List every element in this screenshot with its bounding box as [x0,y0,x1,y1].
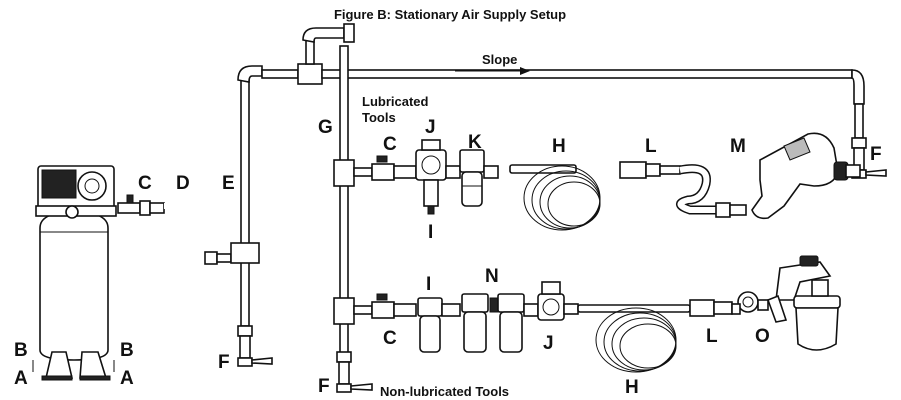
impact-wrench-tool [751,132,861,220]
label-f-left: F [218,352,230,373]
compressor-shutoff-valve [117,194,165,216]
label-m: M [730,136,746,157]
slope-label: Slope [482,52,517,67]
label-l-bottom: L [706,326,718,347]
label-j-top: J [425,117,436,138]
label-c-bottom: C [383,328,397,349]
label-j-bottom: J [543,333,554,354]
label-n: N [485,266,499,287]
figure-title: Figure B: Stationary Air Supply Setup [334,7,566,22]
pipe-e [230,65,273,367]
label-a-left: A [14,368,28,389]
label-h-top: H [552,136,566,157]
label-o: O [755,326,770,347]
label-g: G [318,117,333,138]
label-b-right: B [120,340,134,361]
lubricated-label-line2: Tools [362,110,396,125]
label-i-top: I [428,222,433,243]
nonlubricated-label: Non-lubricated Tools [380,384,509,399]
air-compressor [35,165,117,381]
label-a-right: A [120,368,134,389]
nonlubricated-line [353,281,769,373]
label-e: E [222,173,235,194]
label-h-bottom: H [625,377,639,398]
label-l-top: L [645,136,657,157]
label-b-left: B [14,340,28,361]
lubricated-label-line1: Lubricated [362,94,429,109]
lubricated-line [353,139,747,231]
label-c-top: C [383,134,397,155]
overhead-pipe [261,23,887,179]
label-i-bottom: I [426,274,431,295]
hose-d [156,203,232,265]
label-f-bottom: F [318,376,330,397]
spray-gun-tool [766,255,841,351]
slope-arrow [455,67,530,75]
label-c-compressor: C [138,173,152,194]
drop-pipe-g [333,45,373,393]
label-k: K [468,132,482,153]
label-f-right: F [870,144,882,165]
label-d: D [176,173,190,194]
